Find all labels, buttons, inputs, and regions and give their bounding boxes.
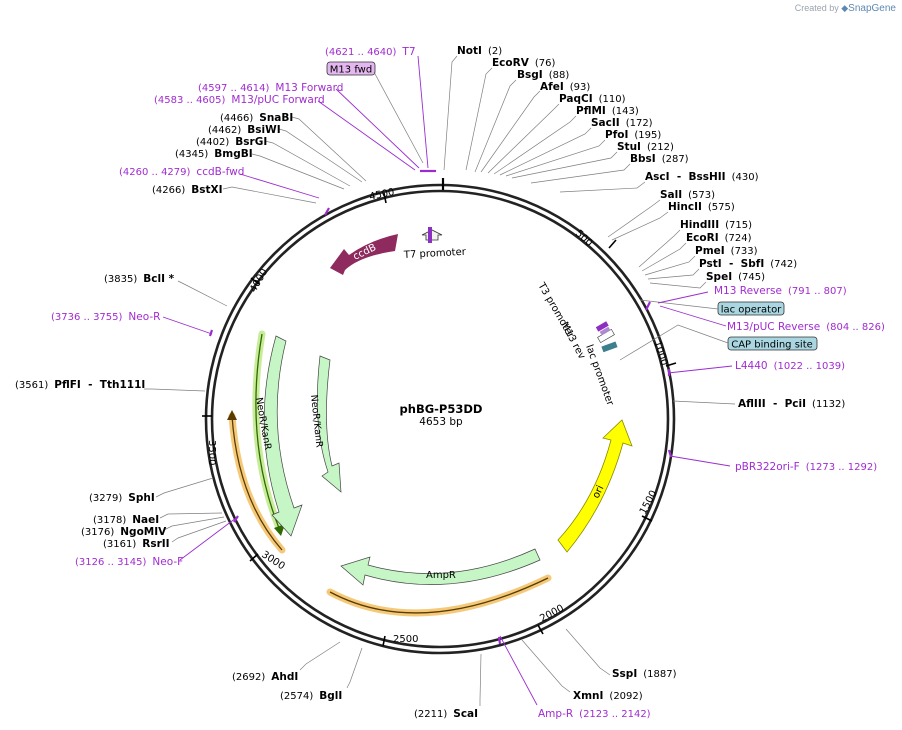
enzyme-labels: NotI(2) EcoRV(76) BsgI(88) AfeI(93) PaqC… — [15, 45, 845, 720]
ccdB-feature — [330, 234, 398, 275]
enzyme-label: (3835)BclI * — [104, 273, 175, 285]
enzyme-label: (4266)BstXI — [152, 184, 223, 196]
cap-binding-site-box — [727, 336, 818, 351]
enzyme-label: EcoRV(76) — [492, 57, 555, 69]
tick-label: 2500 — [393, 634, 418, 645]
enzyme-label: (4462)BsiWI — [208, 124, 281, 136]
box-leaders — [373, 71, 729, 361]
primer-label: (4260 .. 4279)ccdB-fwd — [119, 166, 244, 178]
plasmid-name: phBG-P53DD — [400, 402, 483, 416]
enzyme-label: (4345)BmgBI — [175, 148, 253, 160]
primer-label: (3736 .. 3755)Neo-R — [51, 311, 160, 323]
m13-rev-label: M13 rev — [558, 320, 587, 361]
plasmid-length: 4653 bp — [419, 416, 463, 428]
neor-inner-feature — [317, 355, 342, 493]
primer-labels: (4621 .. 4640)T7 (4597 .. 4614)M13 Forwa… — [51, 46, 885, 720]
ori-feature — [557, 419, 633, 553]
neor-outer-halo-line — [231, 415, 283, 551]
lac-operator-box — [717, 301, 785, 316]
neor-outer-feature — [263, 335, 303, 537]
enzyme-label: PfoI(195) — [605, 129, 661, 141]
tick-label: 4500 — [368, 187, 395, 203]
primer-label: pBR322ori-F(1273 .. 1292) — [735, 461, 877, 473]
m13-fwd-box-label: M13 fwd — [330, 65, 372, 76]
enzyme-label: AscI - BssHII(430) — [645, 171, 759, 183]
primer-label: L4440(1022 .. 1039) — [735, 360, 845, 372]
ccdB-label: ccdB — [351, 242, 378, 263]
enzyme-label: (4402)BsrGI — [196, 136, 267, 148]
backbone-inner-ring — [210, 189, 670, 649]
enzyme-label: BsgI(88) — [517, 69, 569, 81]
ampr-label: AmpR — [426, 570, 456, 581]
enzyme-label: BbsI(287) — [630, 153, 689, 165]
lac-operator-box-label: lac operator — [721, 305, 782, 316]
enzyme-label: (2692)AhdI — [232, 671, 298, 683]
t7-primer-mark — [428, 227, 432, 243]
primer-leaders — [162, 55, 733, 706]
enzyme-label: XmnI(2092) — [573, 690, 643, 702]
tick-label: 500 — [573, 228, 594, 249]
enzyme-leaders — [144, 55, 736, 706]
primer-marks — [208, 169, 673, 645]
enzyme-label: PaqCI(110) — [559, 93, 626, 105]
enzyme-label: PmeI(733) — [695, 245, 758, 257]
enzyme-label: SspI(1887) — [612, 668, 677, 680]
enzyme-label: PflMI(143) — [576, 105, 639, 117]
m13-fwd-box — [326, 61, 376, 76]
primer-label: Amp-R(2123 .. 2142) — [538, 708, 651, 720]
enzyme-label: (2574)BglI — [280, 690, 342, 702]
enzyme-label: (3561)PflFI - Tth111I — [15, 379, 145, 391]
enzyme-label: SalI(573) — [660, 189, 715, 201]
snapgene-brand-text: SnapGene — [848, 3, 896, 14]
enzyme-label: (3161)RsrII — [103, 538, 170, 550]
snapgene-credit: Created by ◆SnapGene — [795, 3, 896, 14]
primer-label: (4583 .. 4605)M13/pUC Forward — [154, 94, 325, 106]
enzyme-label: NotI(2) — [457, 45, 502, 57]
tick-marks — [202, 192, 677, 647]
tick-label: 2000 — [538, 603, 566, 625]
snapgene-logo-icon: ◆ — [841, 3, 849, 13]
orange-arrow-head — [227, 410, 237, 420]
cap-binding-site-box-label: CAP binding site — [731, 340, 813, 351]
enzyme-label: (3176)NgoMIV — [81, 526, 167, 538]
enzyme-label: SacII(172) — [591, 117, 653, 129]
t7-promoter-label: T7 promoter — [403, 247, 467, 261]
ori-label: ori — [591, 484, 607, 501]
tick-label: 1500 — [638, 489, 660, 517]
enzyme-label: (4466)SnaBI — [220, 112, 293, 124]
primer-label: M13 Reverse(791 .. 807) — [714, 285, 847, 297]
neor-green-halo-line — [255, 333, 280, 529]
enzyme-label: EcoRI(724) — [686, 232, 752, 244]
enzyme-label: HincII(575) — [668, 201, 735, 213]
enzyme-label: StuI(212) — [617, 141, 674, 153]
enzyme-label: (3279)SphI — [89, 492, 155, 504]
ampr-halo-line — [329, 577, 549, 614]
primer-label: (4597 .. 4614)M13 Forward — [198, 82, 343, 94]
enzyme-label: (3178)NaeI — [93, 514, 159, 526]
green-arrow-head — [274, 524, 285, 536]
tick-label: 3500 — [206, 440, 217, 465]
lac-promoter-label: lac promoter — [583, 343, 616, 408]
primer-label: (4621 .. 4640)T7 — [325, 46, 416, 58]
backbone-outer-ring — [204, 183, 676, 655]
tick-label: 1000 — [651, 340, 669, 368]
created-by-text: Created by — [794, 3, 839, 13]
primer-label: M13/pUC Reverse(804 .. 826) — [727, 321, 885, 333]
lac-region-features — [595, 321, 618, 353]
enzyme-label: HindIII(715) — [680, 219, 752, 231]
enzyme-label: AflIII - PciI(1132) — [738, 398, 845, 410]
ampr-feature — [340, 548, 541, 586]
enzyme-label: SpeI(745) — [706, 271, 765, 283]
enzyme-label: (2211)ScaI — [414, 708, 478, 720]
enzyme-label: PstI - SbfI(742) — [699, 258, 797, 270]
primer-label: (3126 .. 3145)Neo-F — [75, 556, 183, 568]
enzyme-label: AfeI(93) — [540, 81, 590, 93]
